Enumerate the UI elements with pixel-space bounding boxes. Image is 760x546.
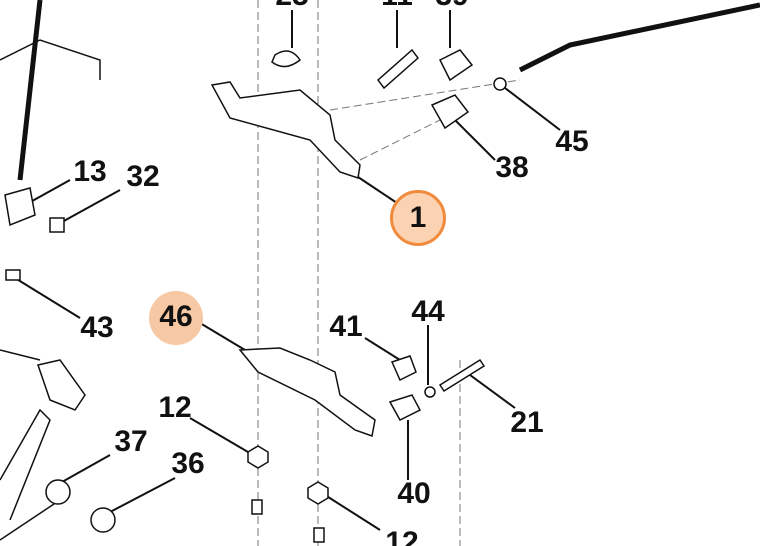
callout-highlight xyxy=(390,190,446,246)
lever-plate-part-1 xyxy=(210,81,361,179)
callout-12-lower[interactable]: 12 xyxy=(385,526,419,546)
callout-41[interactable]: 41 xyxy=(329,310,363,343)
callout-highlight xyxy=(149,291,203,345)
nut-part xyxy=(424,386,436,398)
bolt-part xyxy=(438,358,486,393)
callout-44[interactable]: 44 xyxy=(411,295,445,328)
clip-part xyxy=(438,49,474,82)
callout-43[interactable]: 43 xyxy=(80,311,114,344)
axis-line xyxy=(359,119,441,161)
nut-part xyxy=(247,445,269,469)
callout-12[interactable]: 12 xyxy=(158,391,192,424)
callout-21[interactable]: 21 xyxy=(510,406,544,439)
clip-part xyxy=(271,50,302,68)
lever-part-13 xyxy=(4,187,36,227)
callout-13[interactable]: 13 xyxy=(73,155,107,188)
callout-45[interactable]: 45 xyxy=(555,125,589,158)
callout-38[interactable]: 38 xyxy=(495,151,529,184)
callout-11[interactable]: 11 xyxy=(381,0,413,13)
callout-1[interactable]: 1 xyxy=(409,201,427,234)
nut-part xyxy=(493,77,507,91)
callout-32[interactable]: 32 xyxy=(126,160,160,193)
callout-25[interactable]: 25 xyxy=(275,0,308,13)
clip-part xyxy=(5,269,21,281)
callout-36[interactable]: 36 xyxy=(171,447,205,480)
control-rod xyxy=(518,2,760,73)
linkage-rod xyxy=(17,0,43,181)
lever-plate-part-46 xyxy=(238,347,376,437)
clip-part xyxy=(390,355,417,382)
callout-40[interactable]: 40 xyxy=(397,477,431,510)
nut-part xyxy=(307,481,329,505)
callout-39[interactable]: 39 xyxy=(435,0,468,13)
linkage-rod xyxy=(0,39,101,80)
callout-37[interactable]: 37 xyxy=(114,425,148,458)
bushing-part xyxy=(49,217,65,233)
bolt-part xyxy=(251,499,263,515)
spring-part xyxy=(376,48,420,90)
clevis-part xyxy=(430,94,470,130)
washer-part xyxy=(90,507,116,533)
frame-part xyxy=(0,349,61,541)
clevis-part xyxy=(388,394,422,421)
knob-part xyxy=(37,359,86,411)
washer-part xyxy=(45,479,71,505)
bolt-part xyxy=(313,527,325,543)
callout-46[interactable]: 46 xyxy=(159,300,193,333)
axis-line xyxy=(329,79,521,111)
